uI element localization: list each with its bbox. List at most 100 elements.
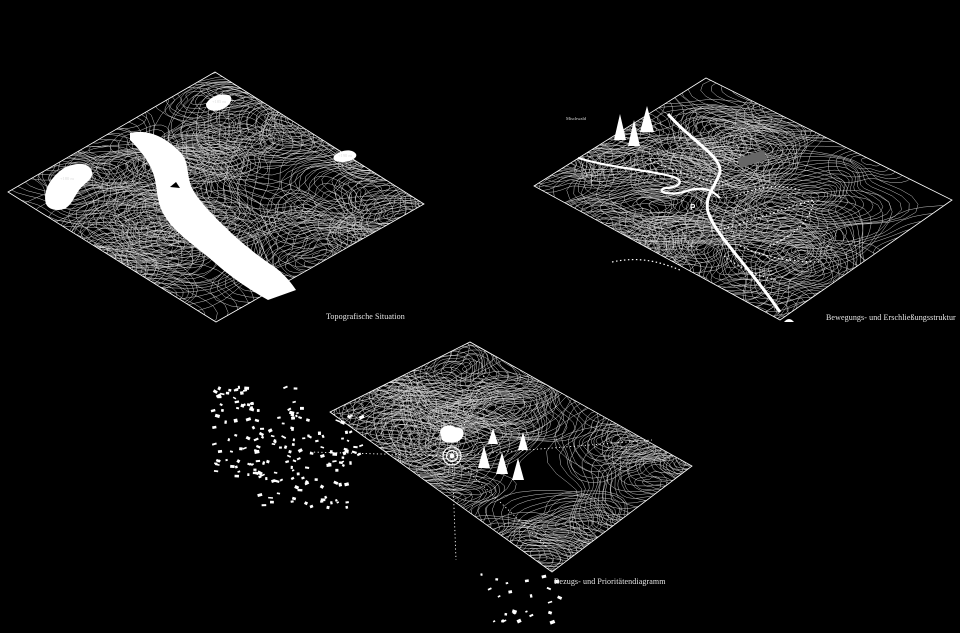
contour-line — [626, 417, 692, 495]
building-footprint — [290, 426, 295, 430]
contour-line — [356, 179, 391, 201]
contour-line — [802, 188, 832, 206]
contour-line — [892, 82, 952, 126]
building-footprint — [270, 500, 274, 504]
contour-line — [616, 366, 638, 377]
contour-line — [595, 428, 633, 448]
contour-line — [396, 243, 415, 254]
contour-line — [330, 342, 412, 373]
contour-line — [330, 515, 390, 561]
contour-line — [425, 427, 478, 454]
contour-line — [560, 78, 645, 111]
building-footprint — [267, 428, 273, 433]
contour-line — [8, 255, 102, 322]
contour-line — [579, 343, 686, 409]
pond-shape-2 — [333, 150, 357, 162]
relations-terrain-panel — [210, 341, 693, 625]
contour-line — [413, 419, 493, 461]
contour-line — [60, 269, 111, 301]
building-footprint — [217, 449, 223, 454]
contour-line — [613, 358, 644, 372]
contour-line — [583, 137, 692, 196]
contour-line — [8, 262, 91, 322]
contour-line — [655, 442, 692, 482]
building-footprint — [345, 505, 349, 509]
contour-line — [746, 129, 767, 140]
contour-line — [330, 342, 504, 412]
contour-line — [587, 544, 648, 572]
contour-line — [315, 105, 328, 115]
contour-line — [665, 563, 685, 572]
contour-line — [330, 342, 518, 418]
building-footprint — [228, 388, 232, 392]
contour-line — [337, 94, 419, 147]
building-footprint — [242, 389, 248, 392]
contour-line — [596, 357, 663, 395]
contour-line — [790, 245, 814, 260]
contour-line — [674, 230, 801, 302]
building-footprint — [314, 439, 319, 443]
contour-line — [547, 342, 688, 402]
contour-line — [546, 421, 692, 549]
contour-line — [534, 79, 588, 132]
contour-line — [8, 267, 80, 322]
contour-line — [635, 425, 692, 487]
contour-line — [795, 78, 906, 124]
building-footprint — [290, 465, 293, 470]
contour-line — [314, 191, 345, 209]
contour-line — [534, 284, 624, 320]
building-footprint — [302, 437, 306, 440]
contour-line — [586, 79, 622, 100]
contour-line — [689, 173, 841, 242]
contour-line — [663, 299, 708, 320]
contour-line — [160, 112, 251, 154]
contour-line — [8, 248, 113, 312]
contour-line — [201, 130, 216, 139]
contour-line — [925, 100, 944, 111]
contour-line — [389, 423, 436, 454]
contour-line — [330, 502, 420, 568]
contour-line — [564, 514, 603, 536]
building-footprint — [495, 578, 499, 581]
contour-line — [666, 142, 784, 199]
contour-line — [572, 352, 674, 395]
building-footprint — [244, 386, 250, 390]
contour-line — [744, 194, 803, 221]
contour-line — [602, 150, 665, 188]
contour-line — [103, 135, 245, 217]
building-footprint — [260, 473, 265, 477]
contour-line — [590, 141, 682, 193]
landmark-building — [440, 425, 464, 443]
contour-line — [615, 439, 655, 461]
contour-line — [526, 344, 587, 376]
label-hirsen: Hirsen — [760, 268, 772, 273]
building-footprint — [297, 488, 303, 492]
building-footprint — [283, 445, 288, 450]
building-footprint — [296, 457, 301, 461]
contour-line — [566, 165, 749, 258]
contour-line — [606, 235, 626, 246]
contour-line — [764, 88, 804, 106]
building-footprint — [326, 463, 332, 467]
contour-line — [555, 298, 591, 315]
contour-line — [186, 158, 204, 167]
contour-line — [341, 532, 363, 544]
contour-line — [578, 250, 600, 265]
building-footprint — [243, 403, 246, 407]
building-footprint — [270, 434, 275, 438]
contour-line — [673, 144, 780, 195]
contour-line — [787, 181, 842, 212]
building-footprint — [304, 466, 310, 469]
contour-line — [291, 87, 351, 129]
contour-line — [715, 247, 761, 275]
contour-line — [117, 209, 182, 243]
contour-line — [187, 124, 226, 146]
contour-line — [60, 266, 110, 294]
building-footprint — [541, 574, 547, 579]
contour-line — [598, 548, 637, 569]
focus-circle — [442, 446, 462, 466]
building-footprint — [294, 485, 300, 490]
building-footprint — [333, 480, 339, 485]
contour-line — [344, 100, 409, 140]
building-footprint — [281, 435, 287, 440]
